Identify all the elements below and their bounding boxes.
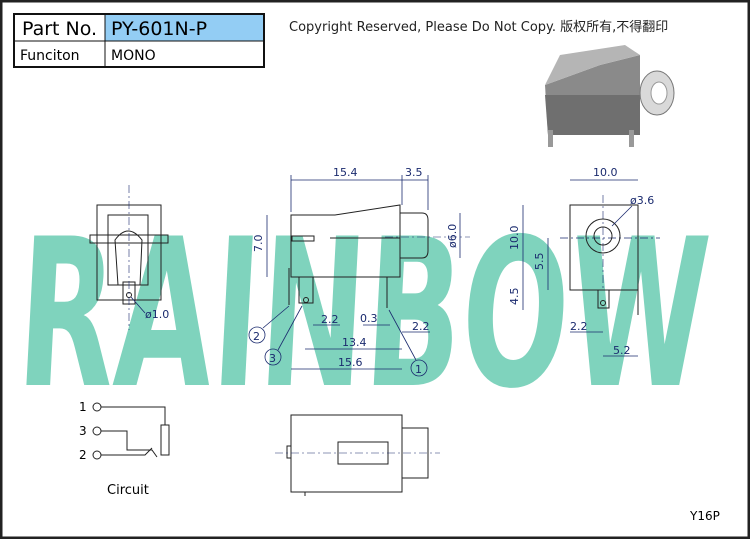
circuit-label: Circuit bbox=[107, 483, 149, 498]
product-3d-image bbox=[545, 45, 675, 147]
dim-13-4: 13.4 bbox=[342, 336, 367, 349]
dim-length-3-5: 3.5 bbox=[405, 166, 423, 179]
dim-width-10-0: 10.0 bbox=[593, 166, 618, 179]
dim-2-2-right: 2.2 bbox=[412, 320, 430, 333]
dim-2-2: 2.2 bbox=[570, 320, 588, 333]
pin-callout-3: 3 bbox=[269, 352, 276, 365]
circuit-diagram: 1 3 2 Circuit bbox=[79, 400, 170, 498]
bottom-view bbox=[275, 414, 440, 496]
dim-2-2-left: 2.2 bbox=[321, 313, 339, 326]
circuit-pin-1: 1 bbox=[79, 400, 87, 414]
dim-height-7-0: 7.0 bbox=[252, 235, 265, 253]
function-value: MONO bbox=[111, 48, 156, 64]
dim-height-10-0: 10.0 bbox=[508, 226, 521, 251]
dim-0-3: 0.3 bbox=[360, 312, 378, 325]
dim-length-15-4: 15.4 bbox=[333, 166, 358, 179]
part-no-highlight bbox=[105, 14, 264, 41]
dim-5-5: 5.5 bbox=[533, 253, 546, 271]
copyright-notice: Copyright Reserved, Please Do Not Copy. … bbox=[289, 19, 668, 35]
dim-15-6: 15.6 bbox=[338, 356, 363, 369]
function-label: Funciton bbox=[20, 48, 80, 64]
title-block: Part No. PY-601N-P Funciton MONO bbox=[13, 13, 265, 68]
watermark: RAINBOW bbox=[12, 196, 714, 434]
dim-4-5: 4.5 bbox=[508, 288, 521, 306]
part-no-label: Part No. bbox=[22, 18, 97, 40]
dim-diameter-6-0: ø6.0 bbox=[446, 224, 459, 248]
part-no-value: PY-601N-P bbox=[111, 18, 207, 40]
pin-callout-2: 2 bbox=[253, 330, 260, 343]
dim-pin-diameter: ø1.0 bbox=[145, 308, 169, 321]
pin-callout-1: 1 bbox=[415, 363, 422, 376]
dim-diameter-3-6: ø3.6 bbox=[630, 194, 654, 207]
drawing-code: Y16P bbox=[689, 509, 720, 523]
circuit-pin-3: 3 bbox=[79, 424, 87, 438]
front-view: 10.0 ø3.6 10.0 5.5 4.5 2.2 5.2 bbox=[508, 166, 660, 357]
dim-5-2: 5.2 bbox=[613, 344, 631, 357]
circuit-pin-2: 2 bbox=[79, 448, 87, 462]
left-view: ø1.0 bbox=[89, 185, 169, 330]
side-view: 15.4 3.5 7.0 ø6.0 2.2 0.3 2.2 13.4 15.6 … bbox=[248, 166, 470, 377]
